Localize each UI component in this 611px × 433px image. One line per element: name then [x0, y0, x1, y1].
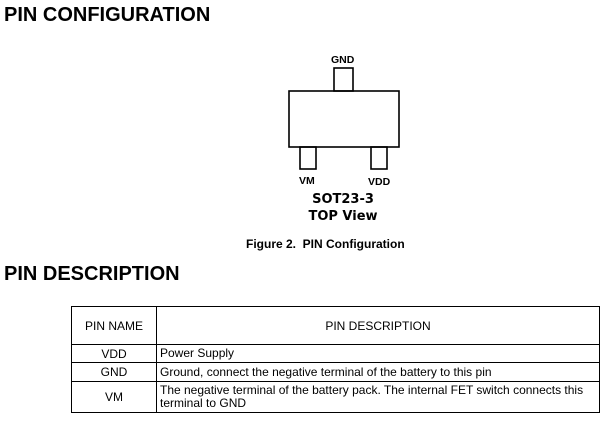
- pin-description-cell: Ground, connect the negative terminal of…: [156, 362, 600, 382]
- pin-description-heading: PIN DESCRIPTION: [4, 263, 180, 285]
- left-pin-lead: [299, 146, 317, 170]
- right-pin-lead: [370, 146, 388, 170]
- pin-description-table: PIN NAME PIN DESCRIPTION VDD Power Suppl…: [71, 306, 600, 413]
- package-name: SOT23-3: [312, 192, 374, 207]
- pin-description-cell: Power Supply: [156, 344, 600, 363]
- top-pin-lead: [333, 67, 354, 92]
- pin-configuration-heading: PIN CONFIGURATION: [4, 4, 211, 26]
- pin-name-cell: VDD: [71, 344, 157, 363]
- figure-caption: Figure 2. PIN Configuration: [246, 237, 405, 251]
- vm-pin-label: VM: [299, 175, 315, 187]
- header-pin-description: PIN DESCRIPTION: [156, 306, 600, 345]
- table-row: GND Ground, connect the negative termina…: [71, 362, 600, 382]
- sot23-pin-diagram: GND VM VDD SOT23-3 TOP View: [270, 50, 440, 230]
- table-header-row: PIN NAME PIN DESCRIPTION: [71, 306, 600, 345]
- header-pin-name: PIN NAME: [71, 306, 157, 345]
- package-body: [288, 90, 400, 148]
- package-view: TOP View: [308, 209, 378, 224]
- pin-description-cell: The negative terminal of the battery pac…: [156, 381, 600, 413]
- vdd-pin-label: VDD: [368, 176, 391, 188]
- pin-name-cell: GND: [71, 362, 157, 382]
- table-row: VM The negative terminal of the battery …: [71, 381, 600, 413]
- package-outline: [288, 67, 400, 170]
- gnd-pin-label: GND: [331, 54, 355, 66]
- table-row: VDD Power Supply: [71, 344, 600, 363]
- pin-name-cell: VM: [71, 381, 157, 413]
